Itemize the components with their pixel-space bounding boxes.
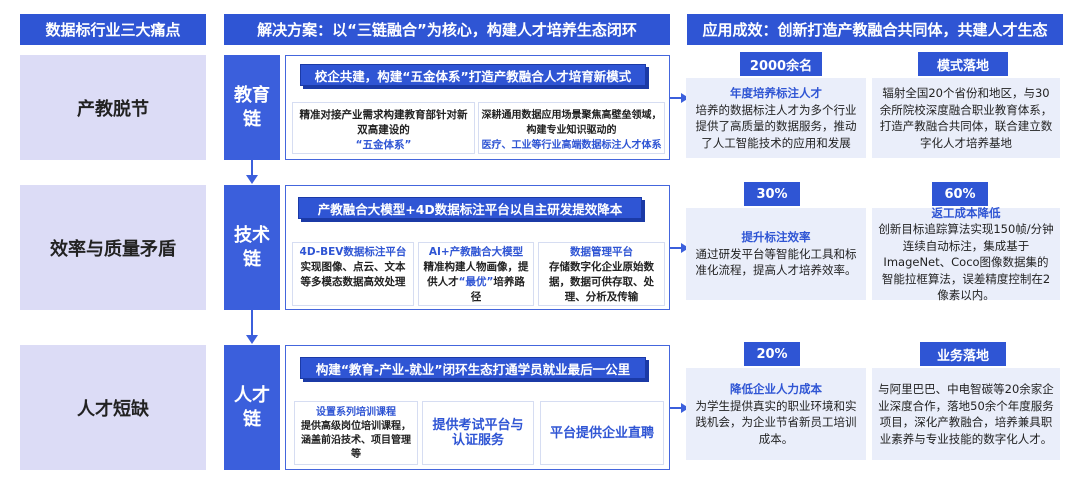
- result-card-1-left-text: 培养的数据标注人才为多个行业提供了高质量的数据服务，推动了人工智能技术的应用和发…: [695, 102, 857, 150]
- education-left-line1: 精准对接产业需求构建教育部针对新: [299, 109, 468, 121]
- result-badge-20: 20%: [744, 342, 800, 366]
- result-card-2-left-title: 提升标注效率: [741, 230, 811, 245]
- technology-col2-text2: 培养路径: [470, 276, 525, 303]
- education-left-highlight: “五金体系”: [355, 139, 412, 151]
- result-badge-60: 60%: [932, 182, 988, 206]
- talent-col1-text: 提供高级岗位培训课程，涵盖前沿技术、项目管理等: [301, 421, 411, 460]
- result-card-1-right: 辐射全国20个省份和地区，与30余所院校深度融合职业教育体系，打造产教融合共同体…: [872, 78, 1060, 158]
- technology-col2-highlight: “最优”: [458, 276, 494, 288]
- technology-col2-text1: 精准构建人物画像，提供人才: [423, 261, 529, 288]
- education-left-line2: 双高建设的: [357, 124, 410, 136]
- result-badge-2000: 2000余名: [740, 52, 822, 76]
- technology-col-3: 数据管理平台 存储数字化企业原始数据，数据可供存取、处理、分析及传输: [538, 242, 665, 306]
- result-card-2-left: 提升标注效率 通过研发平台等智能化工具和标准化流程，提高人才培养效率。: [686, 208, 866, 300]
- talent-col-1: 设置系列培训课程 提供高级岗位培训课程，涵盖前沿技术、项目管理等: [294, 401, 418, 465]
- technology-bar: 产教融合大模型+4D数据标注平台以自主研发提效降本: [298, 197, 642, 219]
- result-card-2-left-text: 通过研发平台等智能化工具和标准化流程，提高人才培养效率。: [695, 246, 857, 278]
- technology-col3-text: 存储数字化企业原始数据，数据可供存取、处理、分析及传输: [549, 261, 654, 303]
- education-bar: 校企共建，构建“五金体系”打造产教融合人才培育新模式: [300, 64, 646, 86]
- result-card-3-left-text: 为学生提供真实的职业环境和实践机会，为企业节省新员工培训成本。: [695, 398, 857, 446]
- result-card-3-right-text: 与阿里巴巴、中电智碳等20余家企业深度合作，落地50余个年度服务项目，深化产教融…: [878, 382, 1054, 446]
- talent-bar: 构建“教育-产业-就业”闭环生态打通学员就业最后一公里: [300, 357, 646, 379]
- arrow-right-icon: [670, 243, 689, 253]
- technology-col3-title: 数据管理平台: [570, 246, 633, 258]
- result-card-2-right-text: 创新目标追踪算法实现150帧/分钟连续自动标注，集成基于ImageNet、Coc…: [878, 222, 1054, 302]
- pain-point-1: 产教脱节: [20, 55, 206, 160]
- chain-talent: 人才链: [224, 345, 280, 470]
- technology-col-2: AI+产教融合大模型 精准构建人物画像，提供人才“最优”培养路径: [418, 242, 534, 306]
- result-card-3-left-title: 降低企业人力成本: [730, 382, 822, 396]
- technology-col1-title: 4D-BEV数据标注平台: [299, 246, 407, 258]
- chain-education-label: 教育链: [234, 84, 270, 130]
- result-card-2-right-title: 返工成本降低: [931, 205, 1001, 220]
- header-pain-points: 数据标行业三大痛点: [20, 14, 206, 45]
- result-badge-30: 30%: [744, 182, 800, 206]
- education-item-left: 精准对接产业需求构建教育部针对新 双高建设的 “五金体系”: [292, 102, 475, 154]
- chain-technology-label: 技术链: [234, 224, 270, 270]
- talent-col1-title: 设置系列培训课程: [316, 407, 396, 418]
- result-card-3-left: 降低企业人力成本 为学生提供真实的职业环境和实践机会，为企业节省新员工培训成本。: [686, 368, 866, 460]
- talent-col-3: 平台提供企业直聘: [540, 401, 664, 465]
- arrow-down-icon: [246, 160, 258, 184]
- result-badge-model: 模式落地: [918, 52, 1008, 76]
- result-card-3-right: 与阿里巴巴、中电智碳等20余家企业深度合作，落地50余个年度服务项目，深化产教融…: [872, 368, 1060, 460]
- education-right-highlight: 医疗、工业等行业高端数据标注人才体系: [481, 140, 662, 151]
- arrow-right-icon: [670, 93, 689, 103]
- pain-point-3: 人才短缺: [20, 345, 206, 470]
- result-card-1-left-title: 年度培养标注人才: [730, 86, 822, 100]
- result-badge-business: 业务落地: [920, 342, 1006, 366]
- education-right-line2: 构建专业知识驱动的: [526, 125, 617, 136]
- talent-col-2: 提供考试平台与认证服务: [422, 401, 534, 465]
- chain-talent-label: 人才链: [234, 384, 270, 430]
- pain-point-2: 效率与质量矛盾: [20, 185, 206, 310]
- result-card-2-right: 返工成本降低 创新目标追踪算法实现150帧/分钟连续自动标注，集成基于Image…: [872, 205, 1060, 302]
- technology-col-1: 4D-BEV数据标注平台 实现图像、点云、文本等多模态数据高效处理: [292, 242, 414, 306]
- technology-col2-title: AI+产教融合大模型: [428, 246, 524, 258]
- chain-technology: 技术链: [224, 185, 280, 310]
- chain-education: 教育链: [224, 55, 280, 160]
- result-card-1-right-text: 辐射全国20个省份和地区，与30余所院校深度融合职业教育体系，打造产教融合共同体…: [879, 86, 1053, 150]
- education-right-line1: 深耕通用数据应用场景聚焦高壁垒领域，: [481, 110, 662, 121]
- result-card-1-left: 年度培养标注人才 培养的数据标注人才为多个行业提供了高质量的数据服务，推动了人工…: [686, 78, 866, 158]
- arrow-down-icon: [246, 310, 258, 344]
- header-solution: 解决方案：以“三链融合”为核心，构建人才培养生态闭环: [224, 14, 670, 45]
- technology-col1-text: 实现图像、点云、文本等多模态数据高效处理: [300, 261, 406, 288]
- education-item-right: 深耕通用数据应用场景聚焦高壁垒领域， 构建专业知识驱动的 医疗、工业等行业高端数…: [478, 102, 665, 154]
- arrow-right-icon: [670, 403, 689, 413]
- header-results: 应用成效：创新打造产教融合共同体，共建人才生态: [687, 14, 1063, 45]
